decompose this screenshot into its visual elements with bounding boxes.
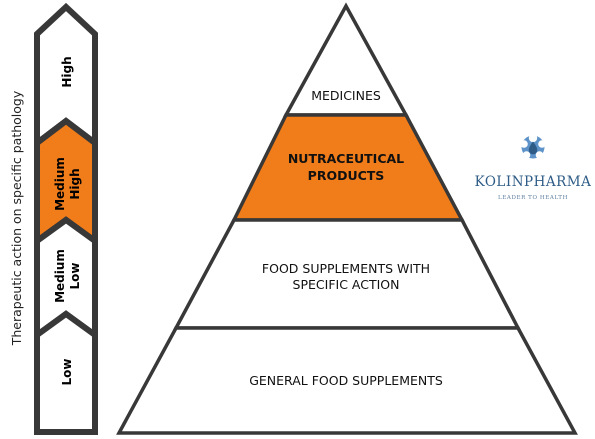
tier-label-general-supplements: GENERAL FOOD SUPPLEMENTS	[249, 373, 443, 388]
level-label-medium-low-line1: Medium	[53, 249, 67, 303]
pyramid-tier-general-supplements	[116, 326, 578, 435]
tier-label-nutraceutical-line2: PRODUCTS	[308, 168, 385, 183]
level-label-medium-high-line2: High	[68, 168, 82, 199]
pyramid: MEDICINES NUTRACEUTICAL PRODUCTS FOOD SU…	[116, 2, 578, 435]
level-label-low: Low	[60, 359, 74, 386]
water-drop-emblem-icon	[520, 133, 546, 159]
axis-label: Therapeutic action on specific pathology	[9, 90, 24, 346]
brand-tagline: LEADER TO HEALTH	[498, 195, 568, 201]
tier-label-specific-supplements-line2: SPECIFIC ACTION	[293, 277, 400, 292]
level-column: High Medium High Medium Low Low	[34, 2, 98, 435]
tier-label-specific-supplements-line1: FOOD SUPPLEMENTS WITH	[262, 261, 430, 276]
level-label-medium-low: Medium Low	[53, 249, 82, 303]
brand-name: KOLINPHARMA	[475, 174, 592, 190]
tier-label-medicines: MEDICINES	[311, 88, 381, 103]
level-label-medium-low-line2: Low	[68, 263, 82, 290]
level-label-medium-high-line1: Medium	[53, 157, 67, 211]
level-label-medium-high: Medium High	[53, 157, 82, 211]
level-segment-low	[34, 310, 98, 435]
brand-logo: KOLINPHARMA LEADER TO HEALTH	[475, 133, 592, 201]
level-label-high: High	[60, 56, 74, 87]
tier-label-nutraceutical-line1: NUTRACEUTICAL	[288, 151, 404, 166]
